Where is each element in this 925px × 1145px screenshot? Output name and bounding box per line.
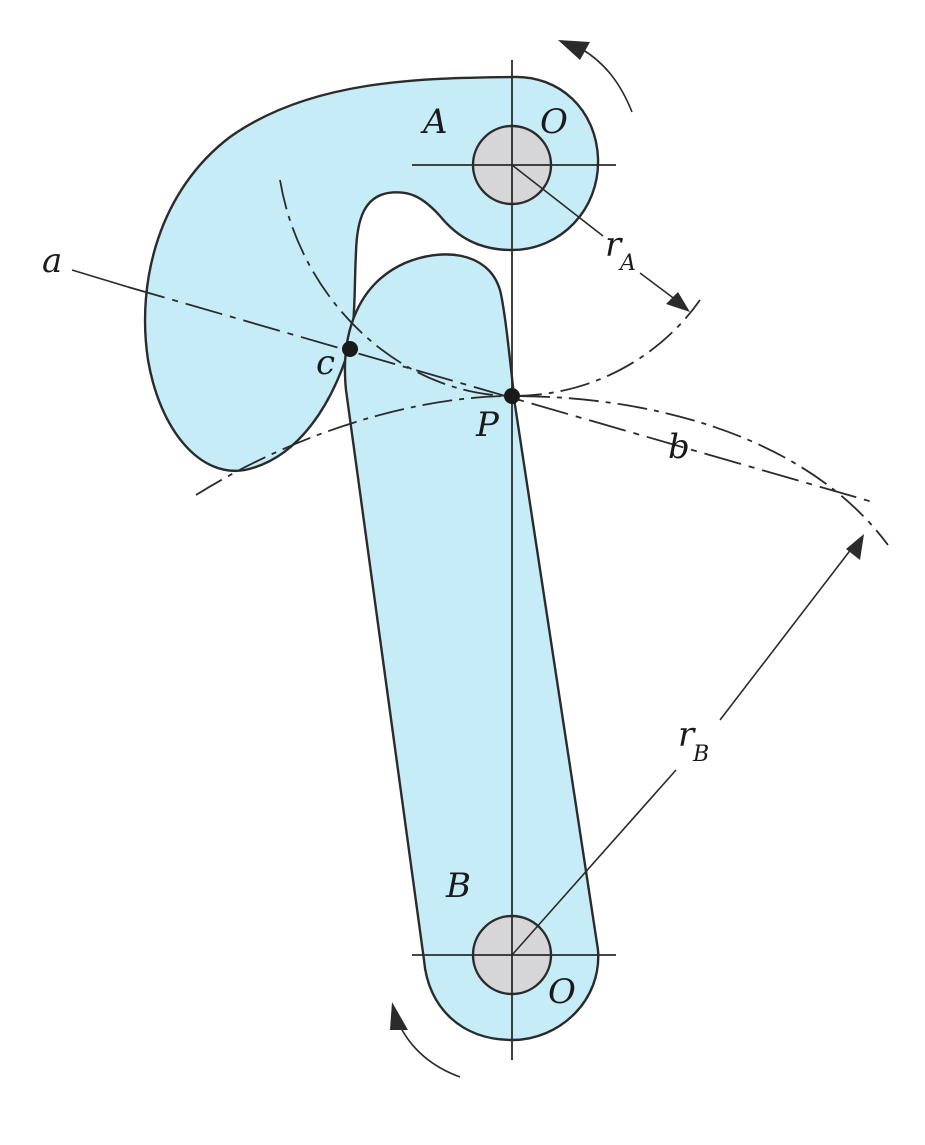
contact-point-label: c [316, 343, 335, 383]
rotation-arrowhead-top [558, 40, 590, 60]
radius-b-subscript: B [692, 742, 709, 767]
contact-point-dot [342, 341, 358, 357]
radius-b-arrowhead [846, 534, 864, 560]
rotation-arrow-top [579, 47, 633, 113]
pivot-a-label: O [540, 102, 568, 142]
rotation-arrow-bottom [397, 1021, 461, 1078]
link-a-label: A [420, 102, 448, 142]
radius-b-line-2 [719, 547, 853, 721]
transmission-line-left [71, 269, 129, 288]
radius-b-line-1 [511, 769, 677, 956]
line-b-label: b [668, 427, 690, 467]
link-b-body [343, 253, 600, 1042]
rotation-arrowhead-bottom [390, 1002, 408, 1030]
pitch-point-label: P [475, 405, 500, 445]
pitch-arc-a [279, 179, 701, 397]
radius-a-label: r [605, 225, 623, 265]
pivot-b-label: O [548, 972, 576, 1012]
link-b-label: B [445, 866, 471, 906]
pitch-point-dot [504, 388, 520, 404]
line-a-label: a [42, 241, 62, 281]
radius-b-label: r [678, 715, 696, 755]
radius-a-subscript: A [618, 251, 636, 276]
radius-a-arrowhead [666, 292, 690, 312]
radius-a-line-2 [639, 272, 677, 301]
radius-a-line-1 [511, 164, 604, 237]
